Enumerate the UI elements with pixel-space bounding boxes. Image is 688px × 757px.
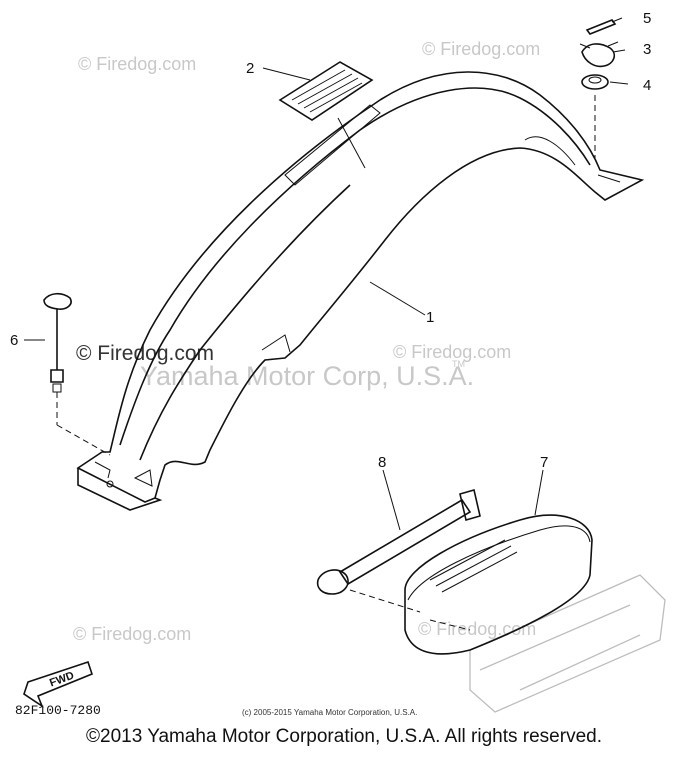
strap-part: [316, 488, 481, 595]
callout-8: 8: [378, 454, 386, 471]
rear-fender-part: [76, 71, 645, 511]
watermark-firedog-2: © Firedog.com: [422, 39, 540, 59]
watermark-firedog-bold: © Firedog.com: [76, 342, 214, 365]
watermark-firedog-4: © Firedog.com: [73, 624, 191, 644]
wing-bolt-part: [43, 292, 72, 393]
bolt-part: [585, 19, 617, 35]
fwd-arrow: FWD: [23, 660, 93, 709]
ghost-shape: [469, 574, 666, 713]
callout-5: 5: [643, 10, 651, 27]
leader-lines: [24, 17, 629, 631]
fine-copyright: (c) 2005-2015 Yamaha Motor Corporation, …: [242, 708, 417, 717]
watermark-tm: TM: [452, 359, 465, 369]
tool-box-part: [404, 514, 593, 655]
footer-copyright: ©2013 Yamaha Motor Corporation, U.S.A. A…: [86, 726, 602, 747]
grommet-part: [581, 74, 609, 90]
decal-label-part: [278, 61, 374, 121]
callout-4: 4: [643, 77, 651, 94]
callout-7: 7: [540, 454, 548, 471]
watermark-firedog-1: © Firedog.com: [78, 54, 196, 74]
callout-2: 2: [246, 60, 254, 77]
callout-1: 1: [426, 309, 434, 326]
watermark-firedog-3: © Firedog.com: [393, 342, 511, 362]
diagram-part-number: 82F100-7280: [15, 703, 101, 718]
watermark-yamaha-corp: Yamaha Motor Corp, U.S.A.: [140, 361, 474, 391]
callout-3: 3: [643, 41, 651, 58]
callout-6: 6: [10, 332, 18, 349]
wing-nut-part: [579, 41, 619, 68]
